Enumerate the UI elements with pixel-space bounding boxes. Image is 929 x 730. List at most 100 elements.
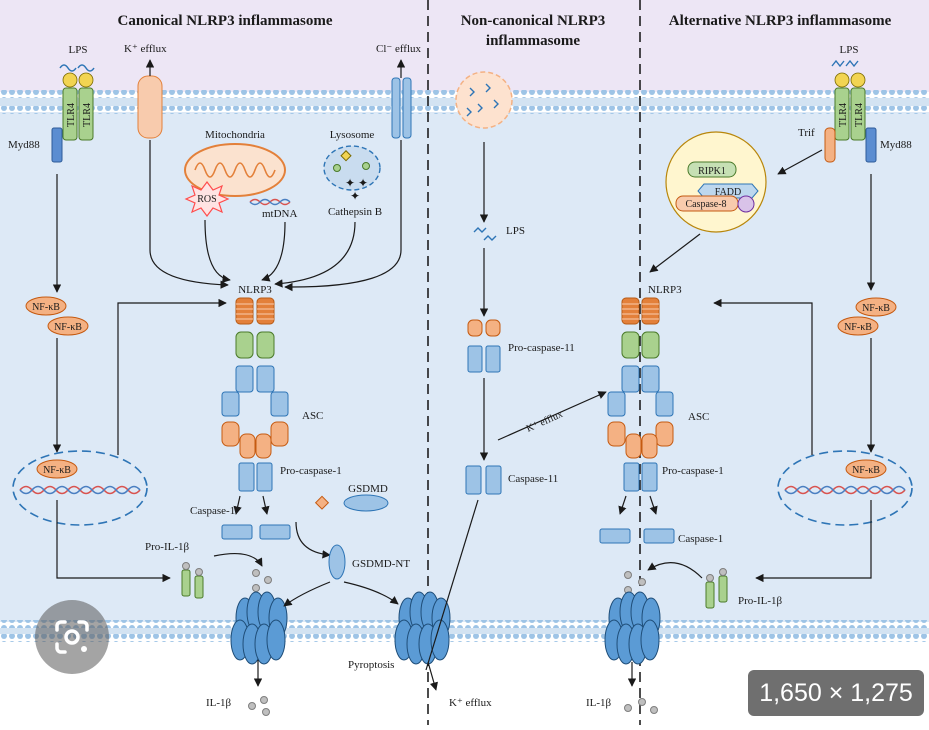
arrow-mito-to-nlrp3 [204, 219, 231, 283]
myd88-left [51, 127, 63, 163]
nfkb-3 [855, 297, 897, 317]
nfkb-4 [837, 316, 879, 336]
gsdmd-pore-left [230, 591, 288, 665]
arrow-casp1-gsdmd [295, 521, 331, 559]
label-lps-mid: LPS [506, 225, 525, 237]
procasp1-left [238, 462, 273, 492]
lps-squiggle-right [831, 59, 859, 68]
label-k-efflux-bottom: K⁺ efflux [449, 697, 492, 709]
asc-left [221, 365, 289, 459]
cytoplasm [0, 112, 929, 622]
arrow-mtdna-to-nlrp3 [261, 221, 286, 282]
label-k-efflux-top: K⁺ efflux [124, 43, 167, 55]
title-alternative: Alternative NLRP3 inflammasome [669, 13, 892, 29]
il1b-released-left [248, 696, 270, 716]
caspase-8-domain [737, 195, 755, 213]
arrow-cl-to-nlrp3 [284, 140, 402, 292]
trif [824, 127, 836, 163]
label-lysosome: Lysosome [330, 129, 375, 141]
label-pyroptosis: Pyroptosis [348, 659, 394, 671]
pro-il1b-left [181, 562, 204, 599]
label-gsdmd-nt: GSDMD-NT [352, 558, 410, 570]
label-tlr4-c: TLR4 [838, 103, 849, 127]
label-cathepsin: Cathepsin B [328, 206, 382, 218]
label-procasp1-right: Pro-caspase-1 [662, 465, 724, 477]
label-nlrp3-right: NLRP3 [648, 284, 682, 296]
lps-cytosolic [473, 227, 497, 241]
label-mtdna: mtDNA [262, 208, 298, 220]
myd88-right [865, 127, 877, 163]
lens-search-button[interactable] [35, 600, 109, 674]
pro-il1b-right [705, 568, 728, 609]
casp1-right-a [599, 528, 631, 544]
procasp11 [467, 319, 501, 373]
label-tlr4-b: TLR4 [82, 103, 93, 127]
label-procasp1-left: Pro-caspase-1 [280, 465, 342, 477]
label-tlr4-d: TLR4 [854, 103, 865, 127]
lysosome-particle-a [333, 164, 341, 172]
label-nfkb-nuc-right: NF-κB [852, 465, 880, 476]
label-asc-left: ASC [302, 410, 323, 422]
arrow-casp8-nlrp3 [649, 233, 701, 273]
nlrp3-nacht-left [235, 331, 275, 359]
title-noncanonical-1: Non-canonical NLRP3 [461, 13, 606, 29]
tlr4-receptor-left [62, 72, 94, 141]
label-gsdmd: GSDMD [348, 483, 388, 495]
arrow-proil1b-il1b-right [647, 562, 703, 579]
arrow-nucleus-nlrp3-right [713, 298, 813, 455]
il1b-released-right [624, 698, 658, 714]
label-il1b-left: IL-1β [206, 697, 232, 709]
lysosome-crystal [340, 150, 352, 162]
nucleus-right [777, 450, 913, 526]
cl-channel-a [391, 77, 401, 139]
arrow-proil1b-il1b-left [213, 553, 263, 567]
label-casp1-left: Caspase-1 [190, 505, 235, 517]
arrow-k-efflux-mid [497, 391, 607, 441]
bottom-membrane [0, 620, 929, 642]
label-pro-il1b-left: Pro-IL-1β [145, 541, 189, 553]
label-lps-left: LPS [69, 44, 88, 56]
lens-search-icon [55, 620, 89, 654]
label-cl-efflux: Cl⁻ efflux [376, 43, 422, 55]
nucleus-left [12, 450, 148, 526]
procasp1-right [623, 462, 658, 492]
label-casp1-right: Caspase-1 [678, 533, 723, 545]
label-casp8: Caspase-8 [685, 199, 726, 210]
il1b-particles-left [252, 569, 272, 592]
label-nlrp3-left: NLRP3 [238, 284, 272, 296]
arrow-trif-complex [777, 149, 823, 175]
label-nfkb-2: NF-κB [54, 322, 82, 333]
arrow-k-out-bottom [427, 661, 438, 691]
dna-left-blue [19, 485, 141, 495]
label-pro-il1b-right: Pro-IL-1β [738, 595, 782, 607]
label-mitochondria: Mitochondria [205, 129, 265, 141]
asc-right [607, 365, 674, 459]
label-casp11: Caspase-11 [508, 473, 558, 485]
gsdmd-ct [314, 495, 330, 510]
label-nfkb-3: NF-κB [862, 303, 890, 314]
ripk1 [687, 161, 737, 178]
arrow-casp1-a [233, 495, 242, 515]
mitochondrion [184, 143, 286, 197]
title-canonical: Canonical NLRP3 inflammasome [118, 13, 333, 29]
cathepsin-sparkle-b: ✦ [350, 189, 360, 203]
arrow-nucleus-proil1b-right [755, 500, 872, 583]
arrow-nt-pore-mid [343, 581, 399, 605]
dna-right-blue [784, 485, 906, 495]
label-ripk1: RIPK1 [698, 166, 726, 177]
arrow-k-to-nlrp3 [149, 140, 229, 289]
label-lps-right: LPS [840, 44, 859, 56]
casp11-b [485, 465, 502, 495]
label-trif: Trif [798, 127, 815, 139]
omv-vesicle [455, 71, 513, 129]
lps-in-vesicle [466, 83, 499, 117]
lps-squiggle-left [59, 64, 95, 72]
nfkb-2 [47, 316, 89, 336]
casp1-right-b [643, 528, 675, 544]
nfkb-nuclear-right [845, 459, 887, 479]
lysosome [323, 145, 381, 191]
label-nfkb-nuc-left: NF-κB [43, 465, 71, 476]
image-size-badge: 1,650 × 1,275 [748, 670, 924, 716]
